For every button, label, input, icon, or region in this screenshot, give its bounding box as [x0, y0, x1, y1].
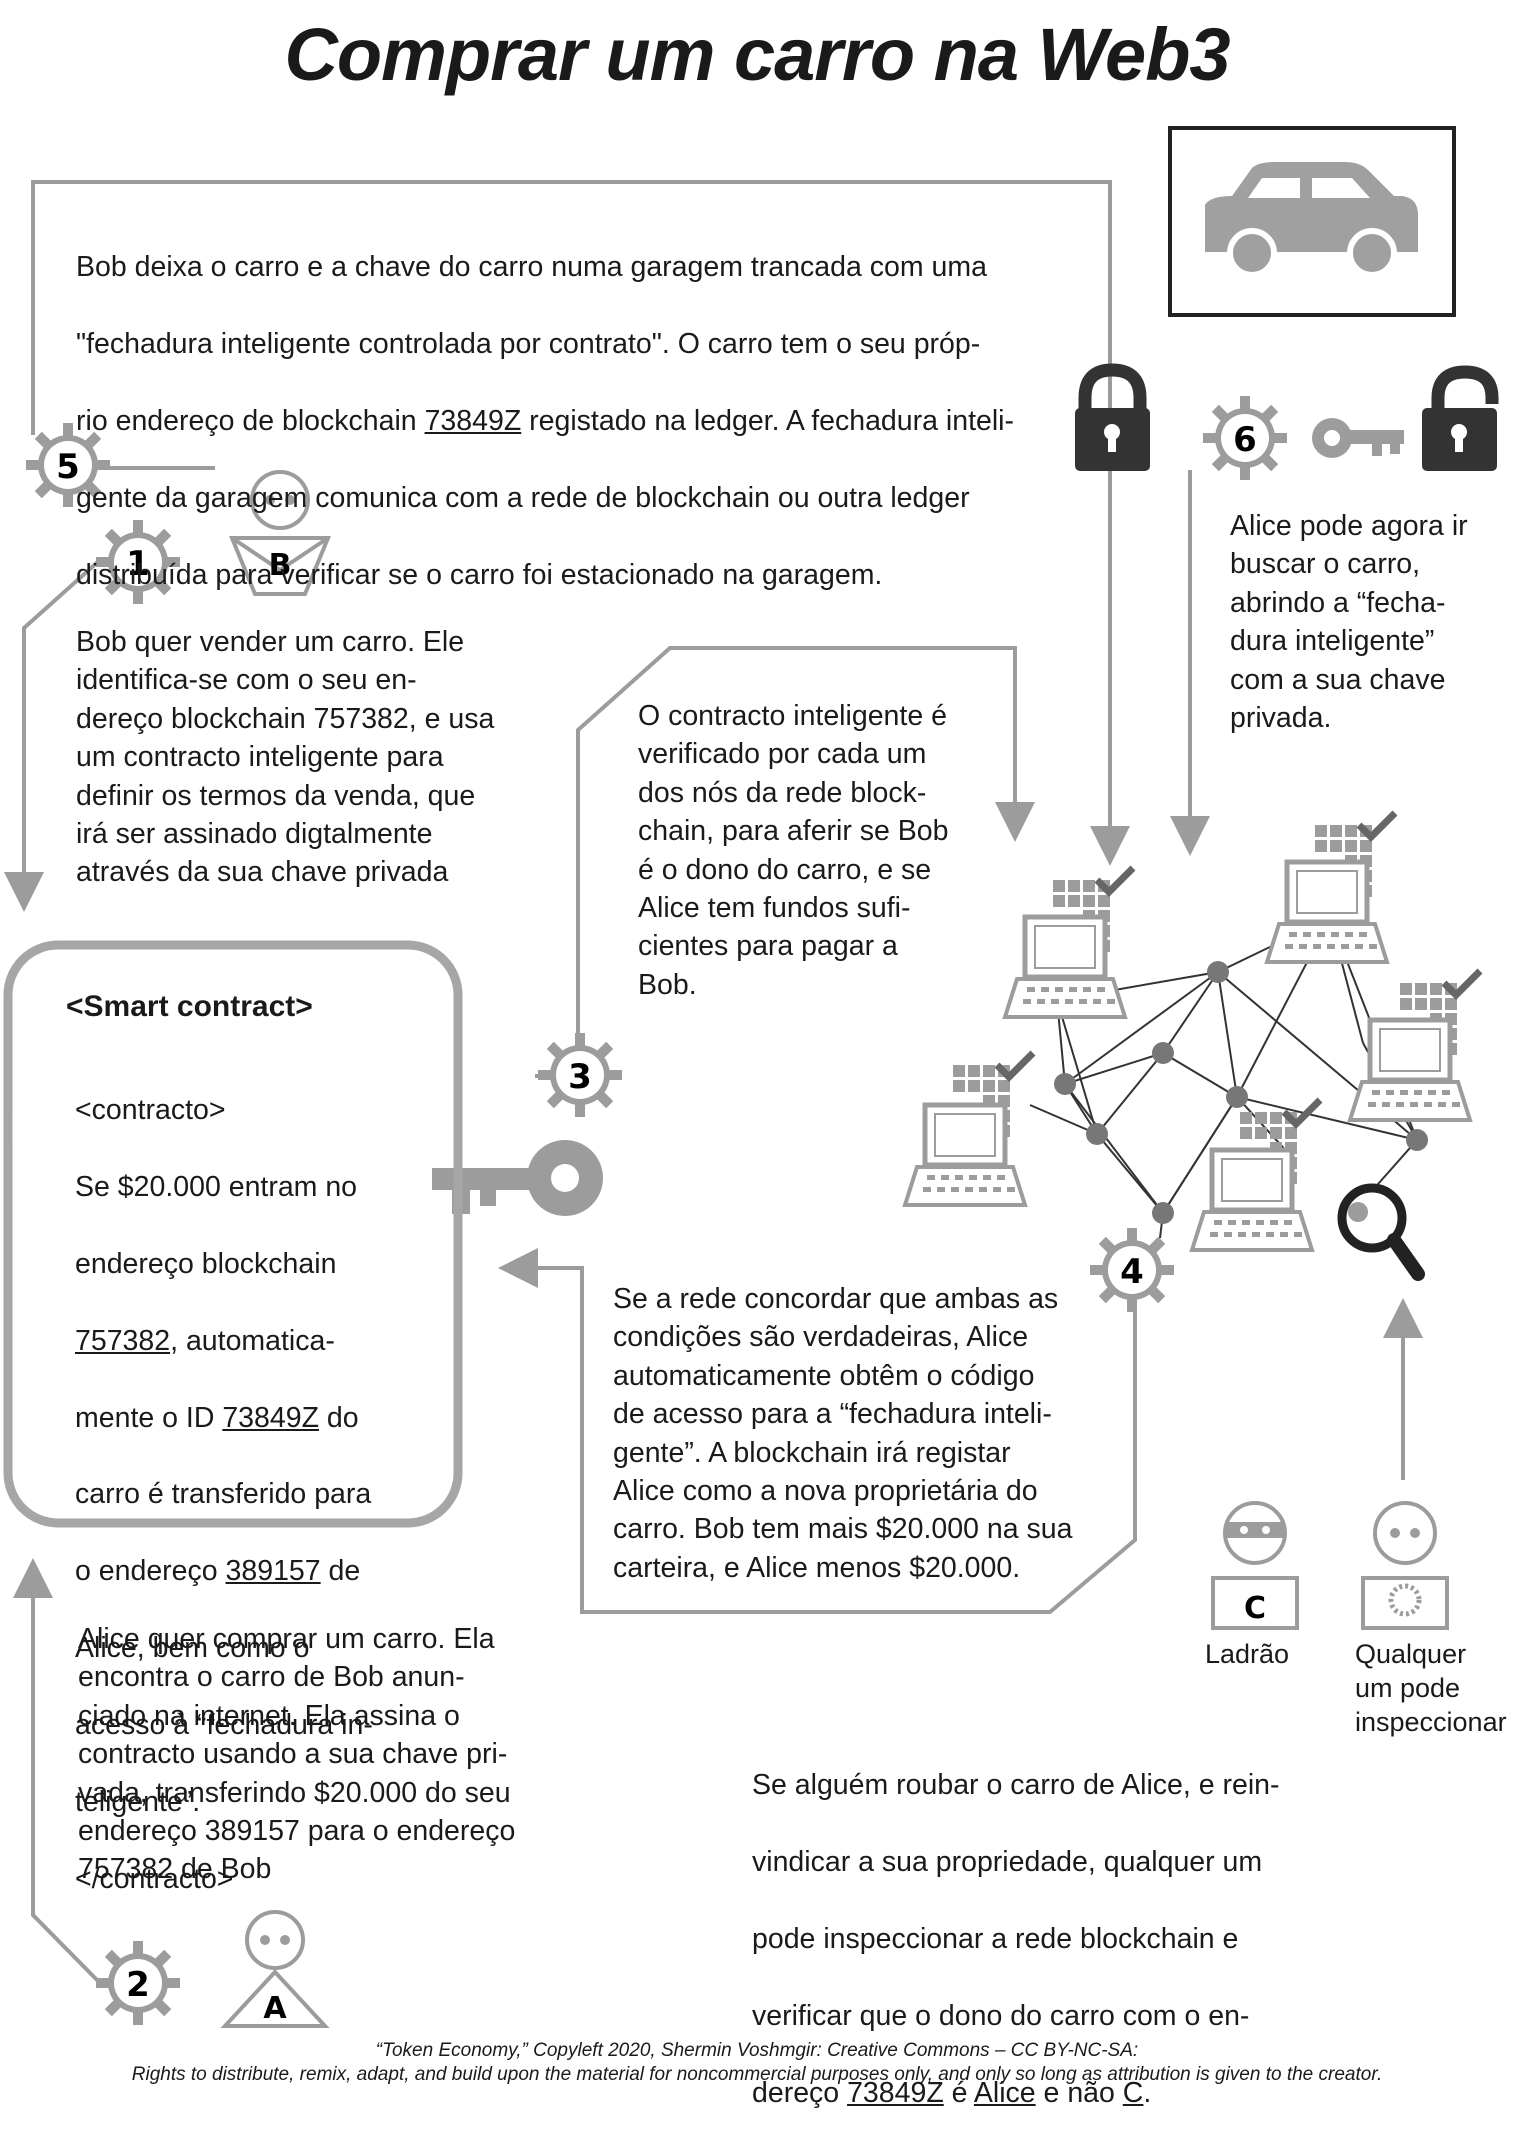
car-box [1168, 126, 1456, 317]
step-5-line-4: gente da garagem comunica com a rede de … [76, 481, 970, 514]
step-5-line-2: "fechadura inteligente controlada por co… [76, 328, 981, 361]
step-5-line-1: Bob deixa o carro e a chave do carro num… [76, 251, 987, 284]
contract-line: <contracto> [75, 1094, 226, 1127]
bob-address: 757382 [75, 1324, 171, 1357]
step-4-number: 4 [1120, 1252, 1144, 1292]
contract-line: o endereço 389157 de [75, 1552, 373, 1590]
step-5-number: 5 [56, 447, 80, 487]
step-4-text: Se a rede concordar que ambas as condiçõ… [613, 1283, 1073, 1584]
theft-line: Se alguém roubar o carro de Alice, e rei… [752, 1769, 1280, 1802]
car-icon [1205, 162, 1418, 278]
step-3-text: O contracto inteligente é verificado por… [638, 700, 949, 1001]
open-lock-icon [1422, 365, 1499, 471]
theft-text-part: e não [1035, 2076, 1123, 2109]
contract-text: de [320, 1555, 361, 1588]
car-address: 73849Z [847, 2076, 944, 2109]
contract-line: </contracto> [75, 1862, 234, 1895]
inspector-avatar [1361, 1501, 1449, 1630]
step-3-number: 3 [568, 1057, 592, 1097]
theft-line: vindicar a sua propriedade, qualquer um [752, 1846, 1263, 1879]
contract-text: , automatica- [170, 1324, 335, 1357]
thief-name: C [1122, 2076, 1144, 2109]
step-2-number: 2 [126, 1965, 150, 2005]
theft-text-part: é [943, 2076, 974, 2109]
owner-name: Alice [973, 2076, 1036, 2109]
alice-letter: A [263, 1991, 287, 2026]
blockchain-network [905, 813, 1480, 1250]
contract-line: mente o ID 73849Z do [75, 1399, 373, 1437]
thief-avatar [1211, 1501, 1299, 1630]
step-6-text: Alice pode agora ir buscar o carro, abri… [1230, 510, 1468, 735]
contract-text: o endereço [75, 1555, 226, 1588]
alice-avatar [220, 1910, 330, 2028]
smart-contract-heading: <Smart contract> [66, 990, 313, 1023]
contract-line: Alice, bem como o [75, 1632, 310, 1665]
car-address: 73849Z [424, 405, 522, 438]
step-5-line-3a: rio endereço de blockchain [76, 405, 425, 438]
contract-line: endereço blockchain [75, 1248, 337, 1281]
contract-line: teligente”. [75, 1785, 201, 1818]
step-5-line-3b: registado na ledger. A fechadura inteli- [521, 405, 1014, 438]
theft-line: verificar que o dono do carro com o en- [752, 1999, 1250, 2032]
step-2-text: Alice quer comprar um carro. Ela encontr… [78, 1623, 516, 1886]
contract-line: Se $20.000 entram no [75, 1171, 358, 1204]
small-key-icon [1312, 418, 1404, 458]
contract-line: carro é transferido para [75, 1478, 372, 1511]
contract-line: acesso à “fechadura in- [75, 1708, 373, 1741]
step-1-text: Bob quer vender um carro. Ele identifica… [76, 626, 495, 889]
footer-credit: “Token Economy,” Copyleft 2020, Shermin … [375, 2040, 1139, 2061]
bob-avatar [229, 470, 331, 596]
theft-text-part: dereço [752, 2076, 848, 2109]
theft-line: dereço 73849Z é Alice e não C. [752, 2074, 1280, 2112]
theft-text: Se alguém roubar o carro de Alice, e rei… [752, 1728, 1280, 2150]
step-5-text: Bob deixa o carro e a chave do carro num… [76, 210, 1014, 632]
diagram-artwork: 5 1 3 4 6 2 B [3, 126, 1499, 2028]
step-1-number: 1 [126, 544, 150, 584]
theft-text-part: . [1143, 2076, 1152, 2109]
page-title: Comprar um carro na Web3 [284, 13, 1230, 96]
contract-line: 757382, automatica- [75, 1322, 373, 1360]
inspector-label: Qualquer um pode inspeccionar [1355, 1639, 1507, 1737]
footer-license: Rights to distribute, remix, adapt, and … [131, 2064, 1383, 2085]
contract-text: mente o ID [75, 1401, 223, 1434]
closed-lock-icon [1075, 363, 1150, 471]
contract-text: do [319, 1401, 359, 1434]
smart-contract-body: <contracto> Se $20.000 entram no endereç… [75, 1053, 373, 1936]
step-6-number: 6 [1233, 420, 1257, 460]
theft-line: pode inspeccionar a rede blockchain e [752, 1923, 1239, 1956]
step-5-line-3: rio endereço de blockchain 73849Z regist… [76, 402, 1014, 440]
alice-address: 389157 [225, 1555, 321, 1588]
thief-letter: C [1244, 1591, 1266, 1626]
magnifier-icon [1337, 1183, 1425, 1281]
bob-letter: B [269, 548, 292, 583]
step-5-line-5: distribuída para verificar se o carro fo… [76, 558, 883, 591]
car-id: 73849Z [222, 1401, 319, 1434]
infographic: { "title": "Comprar um carro na Web3", "… [3, 13, 1507, 2109]
smart-contract-box [3, 940, 463, 1528]
thief-label: Ladrão [1205, 1639, 1290, 1669]
